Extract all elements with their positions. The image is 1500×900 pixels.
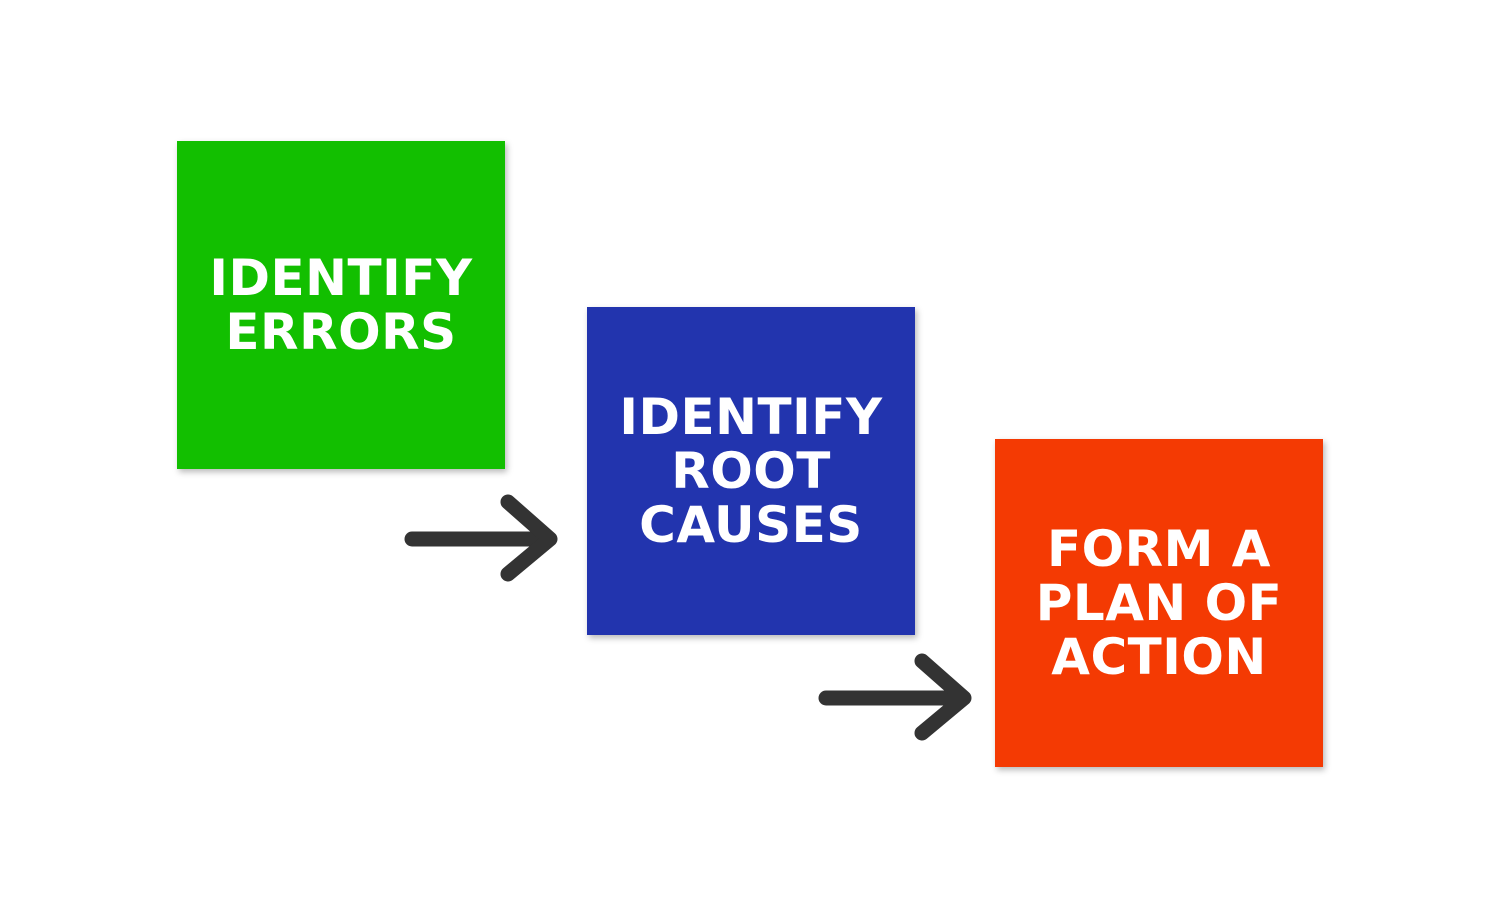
step-identify-root-causes: IDENTIFY ROOT CAUSES	[587, 307, 915, 635]
arrow-stroke	[818, 653, 972, 741]
step-form-plan-of-action: FORM A PLAN OF ACTION	[995, 439, 1323, 767]
step-label: FORM A PLAN OF ACTION	[1036, 522, 1283, 684]
step-label-line: ACTION	[1051, 628, 1267, 686]
step-label: IDENTIFY ROOT CAUSES	[619, 390, 882, 552]
step-label-line: CAUSES	[639, 496, 863, 554]
step-identify-errors: IDENTIFY ERRORS	[177, 141, 505, 469]
step-label-line: IDENTIFY	[619, 388, 883, 446]
step-label-line: PLAN OF	[1035, 574, 1283, 632]
arrow-right-icon	[404, 494, 558, 582]
step-label-line: IDENTIFY	[209, 249, 473, 307]
arrow-right-icon	[818, 653, 972, 741]
step-label: IDENTIFY ERRORS	[209, 251, 472, 359]
arrow-stroke	[404, 494, 558, 582]
step-label-line: FORM A	[1046, 520, 1272, 578]
step-label-line: ERRORS	[225, 303, 457, 361]
step-label-line: ROOT	[671, 442, 831, 500]
